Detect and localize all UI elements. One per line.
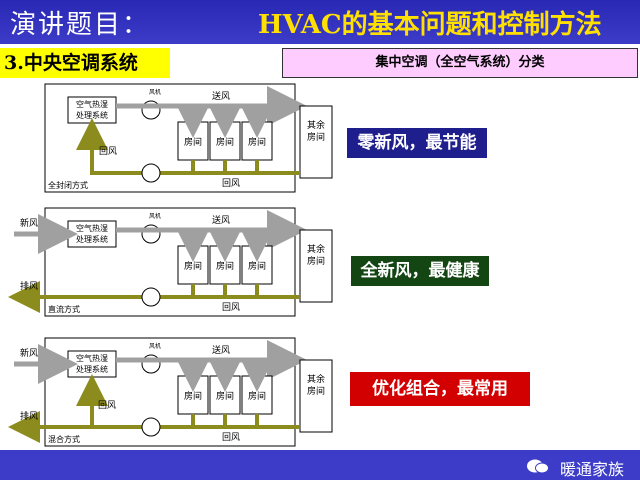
title-bar: 演讲题目： HVAC的基本问题和控制方法 (0, 0, 640, 44)
return-label: 回风 (222, 178, 240, 189)
ahu-label: 处理系统 (76, 110, 108, 120)
ahu-label: 空气热湿 (76, 223, 108, 233)
slide-body: 3.中央空调系统 集中空调（全空气系统）分类 空气热湿 处理系统 风机 送风 房… (0, 44, 640, 450)
other-room-label: 其余 (307, 243, 325, 255)
return-label: 回风 (98, 400, 116, 411)
other-room-label: 其余 (307, 119, 325, 131)
room-label: 房间 (184, 136, 202, 148)
mode-label: 直流方式 (48, 304, 80, 314)
ahu-label: 空气热湿 (76, 99, 108, 109)
supply-label: 送风 (212, 214, 230, 226)
slide-title: HVAC的基本问题和控制方法 (258, 10, 602, 40)
other-room-label: 其余 (307, 373, 325, 385)
room-label: 房间 (248, 390, 266, 402)
diagram-direct: 空气热湿 处理系统 新风 风机 送风 房间 房间 房间 其余 房间 排 (8, 207, 333, 317)
supply-label: 送风 (212, 344, 230, 356)
fan-icon (141, 287, 161, 307)
section-label: 3.中央空调系统 (0, 48, 170, 78)
tag-zero-fresh-air: 零新风，最节能 (347, 128, 487, 158)
fan-icon (141, 417, 161, 437)
tag-full-fresh-air: 全新风，最健康 (351, 256, 489, 286)
mode-label: 混合方式 (48, 434, 80, 444)
fan-label: 风机 (149, 342, 161, 350)
room-label: 房间 (184, 260, 202, 272)
diagram-mixed: 空气热湿 处理系统 新风 风机 送风 房间 房间 房间 其余 房间 (8, 337, 333, 447)
return-label: 回风 (99, 146, 117, 157)
footer: 暖通家族 (0, 450, 640, 480)
exhaust-label: 排风 (20, 410, 38, 422)
fan-label: 风机 (149, 88, 161, 96)
ahu-label: 空气热湿 (76, 353, 108, 363)
room-label: 房间 (216, 260, 234, 272)
ahu-label: 处理系统 (76, 364, 108, 374)
diagram-canvas: 空气热湿 处理系统 风机 送风 房间 房间 房间 其余 房间 回风 回风 (8, 83, 333, 447)
fresh-air-label: 新风 (20, 347, 38, 359)
supply-label: 送风 (212, 90, 230, 102)
room-label: 房间 (184, 390, 202, 402)
fan-icon (141, 163, 161, 183)
fresh-air-label: 新风 (20, 217, 38, 229)
room-label: 房间 (248, 136, 266, 148)
diagram-closed: 空气热湿 处理系统 风机 送风 房间 房间 房间 其余 房间 回风 回风 (44, 83, 333, 193)
footer-brand: 暖通家族 (560, 460, 625, 479)
other-room-label: 房间 (307, 255, 325, 267)
wechat-icon (527, 459, 549, 474)
tag-mixed: 优化组合，最常用 (350, 372, 530, 406)
title-prefix: 演讲题目： (10, 10, 151, 40)
ahu-label: 处理系统 (76, 234, 108, 244)
other-room-label: 房间 (307, 385, 325, 397)
return-label: 回风 (222, 302, 240, 313)
mode-label: 全封闭方式 (48, 180, 88, 190)
room-label: 房间 (216, 390, 234, 402)
room-label: 房间 (248, 260, 266, 272)
fan-label: 风机 (149, 212, 161, 220)
room-label: 房间 (216, 136, 234, 148)
exhaust-label: 排风 (20, 280, 38, 292)
return-label: 回风 (222, 432, 240, 443)
category-header: 集中空调（全空气系统）分类 (282, 48, 638, 78)
other-room-label: 房间 (307, 131, 325, 143)
